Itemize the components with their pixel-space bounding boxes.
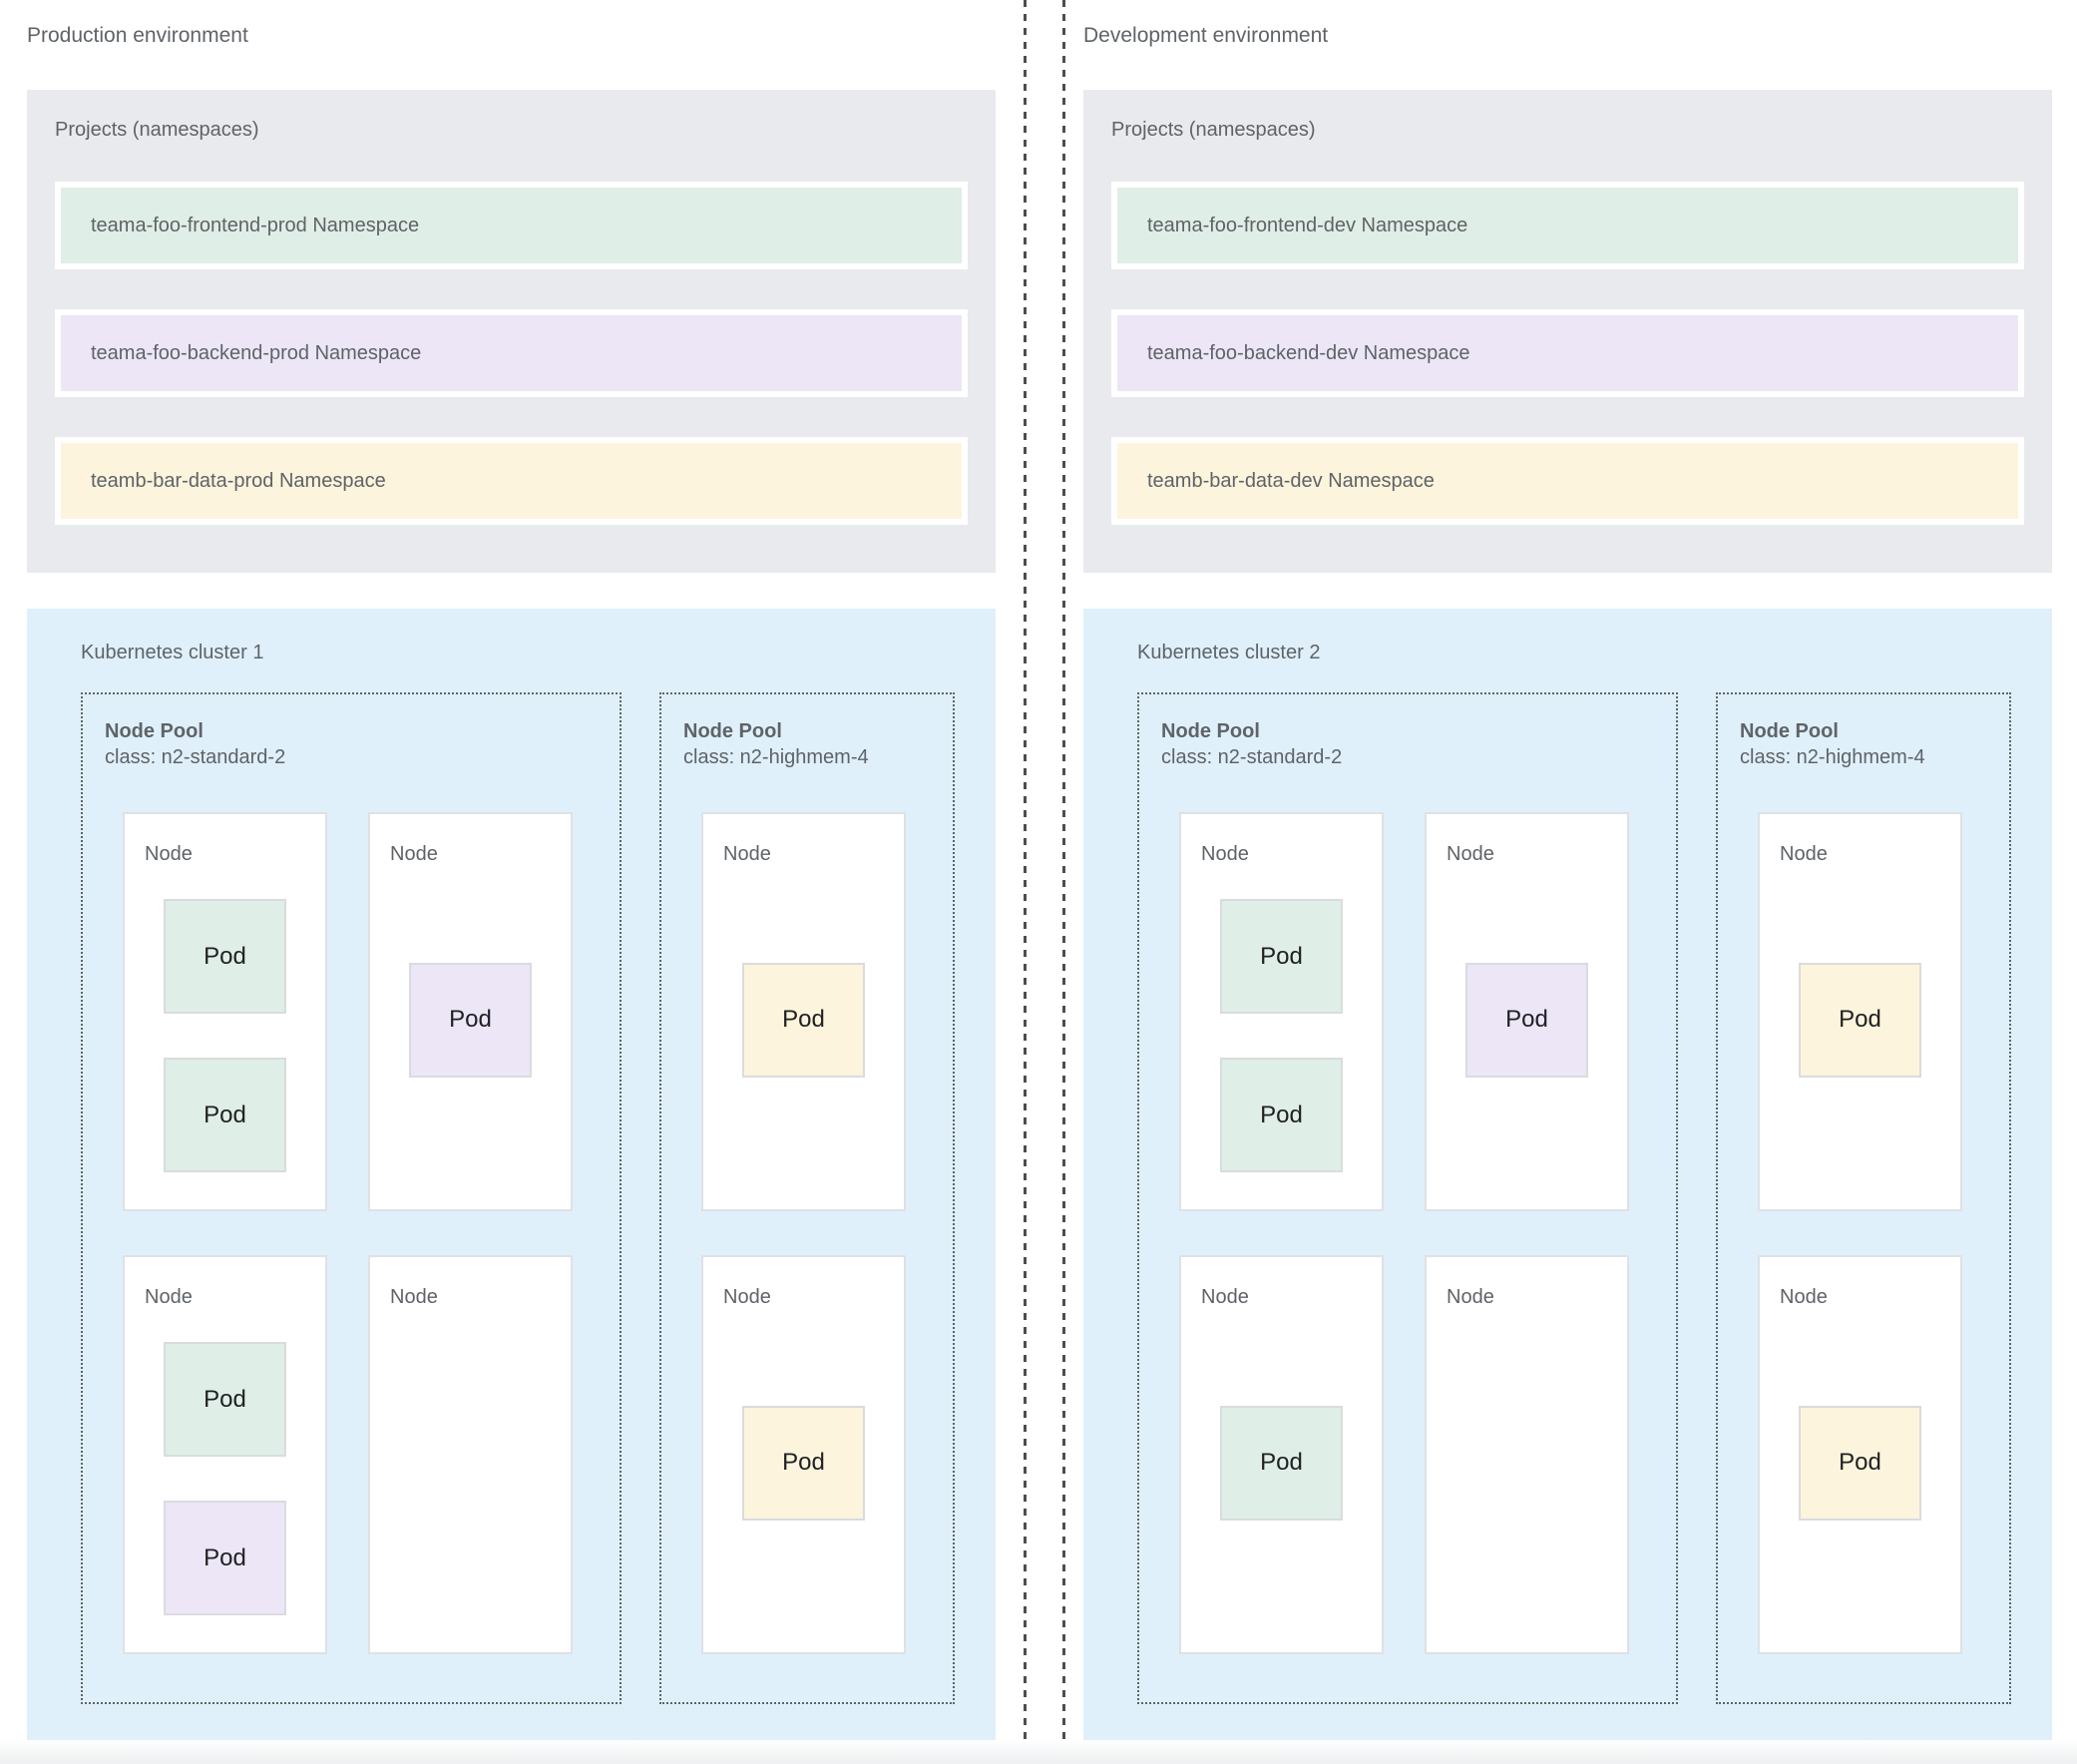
node-pool-highmem: Node Pool class: n2-highmem-4 Node Pod	[1716, 692, 2011, 1704]
namespace-label: teamb-bar-data-prod Namespace	[91, 469, 386, 492]
environment-production: Production environment Projects (namespa…	[0, 0, 1024, 1764]
pod: Pod	[1220, 1405, 1343, 1521]
node-empty: Node	[368, 1255, 573, 1654]
pod-label: Pod	[782, 1449, 825, 1476]
divider-dashed-line-left	[1024, 0, 1027, 1764]
node-label: Node	[390, 1286, 438, 1308]
pod: Pod	[742, 962, 865, 1078]
pod-label: Pod	[1260, 1449, 1303, 1476]
pod-label: Pod	[1260, 942, 1303, 970]
node-empty: Node	[1425, 1255, 1629, 1654]
pod-label: Pod	[204, 1385, 246, 1413]
page-bottom-strip	[0, 1740, 2077, 1764]
node: Node Pod Pod	[123, 812, 327, 1211]
pod: Pod	[164, 1342, 286, 1457]
pod-label: Pod	[204, 1101, 246, 1128]
namespace-label: teama-foo-frontend-dev Namespace	[1147, 214, 1468, 236]
namespace-bar-backend-dev: teama-foo-backend-dev Namespace	[1111, 309, 2024, 397]
pod: Pod	[164, 899, 286, 1014]
environment-title: Production environment	[27, 24, 248, 47]
node-label: Node	[1201, 1286, 1249, 1308]
node: Node Pod	[1179, 1255, 1384, 1654]
environment-development: Development environment Projects (namesp…	[1065, 0, 2077, 1764]
node-pool-class: class: n2-highmem-4	[1740, 746, 1925, 768]
namespace-label: teama-foo-backend-dev Namespace	[1147, 341, 1470, 364]
namespace-bar-backend-prod: teama-foo-backend-prod Namespace	[55, 309, 968, 397]
environment-title: Development environment	[1083, 24, 1329, 47]
pod: Pod	[1220, 899, 1343, 1014]
node-label: Node	[1447, 1286, 1494, 1308]
pod: Pod	[1220, 1058, 1343, 1172]
pod: Pod	[1799, 1405, 1921, 1521]
node: Node Pod Pod	[1179, 812, 1384, 1211]
node-label: Node	[390, 843, 438, 865]
kubernetes-cluster-1: Kubernetes cluster 1 Node Pool class: n2…	[27, 609, 996, 1740]
kubernetes-cluster-2: Kubernetes cluster 2 Node Pool class: n2…	[1083, 609, 2052, 1740]
node-pool-title: Node Pool	[1161, 720, 1260, 742]
node: Node Pod	[1758, 1255, 1962, 1654]
node-label: Node	[145, 1286, 193, 1308]
pod: Pod	[1465, 962, 1588, 1078]
namespace-bar-frontend-dev: teama-foo-frontend-dev Namespace	[1111, 182, 2024, 269]
node-pool-class: class: n2-standard-2	[105, 746, 286, 768]
node-pool-title: Node Pool	[1740, 720, 1839, 742]
node: Node Pod	[1425, 812, 1629, 1211]
pod-label: Pod	[1839, 1449, 1881, 1476]
projects-box-title: Projects (namespaces)	[1111, 119, 1316, 141]
node-label: Node	[1780, 843, 1828, 865]
projects-box: Projects (namespaces) teama-foo-frontend…	[1083, 90, 2052, 573]
node-pool-title: Node Pool	[105, 720, 204, 742]
node: Node Pod	[701, 1255, 906, 1654]
namespace-label: teamb-bar-data-dev Namespace	[1147, 469, 1435, 492]
projects-box-title: Projects (namespaces)	[55, 119, 259, 141]
divider-dashed-line-right	[1062, 0, 1065, 1764]
node-label: Node	[1780, 1286, 1828, 1308]
node: Node Pod Pod	[123, 1255, 327, 1654]
node-pool-highmem: Node Pool class: n2-highmem-4 Node Pod	[659, 692, 955, 1704]
node-pool-title: Node Pool	[683, 720, 782, 742]
node-label: Node	[723, 843, 771, 865]
node-pool-class: class: n2-standard-2	[1161, 746, 1343, 768]
namespace-label: teama-foo-backend-prod Namespace	[91, 341, 422, 364]
pod-label: Pod	[1505, 1006, 1548, 1033]
node: Node Pod	[1758, 812, 1962, 1211]
node-pool-standard: Node Pool class: n2-standard-2 Node Pod	[1137, 692, 1678, 1704]
pod-label: Pod	[1839, 1006, 1881, 1033]
node: Node Pod	[701, 812, 906, 1211]
node: Node Pod	[368, 812, 573, 1211]
cluster-title: Kubernetes cluster 1	[81, 642, 264, 663]
projects-box: Projects (namespaces) teama-foo-frontend…	[27, 90, 996, 573]
pod-label: Pod	[204, 942, 246, 970]
pod-label: Pod	[1260, 1101, 1303, 1128]
namespace-bar-frontend-prod: teama-foo-frontend-prod Namespace	[55, 182, 968, 269]
pod: Pod	[164, 1058, 286, 1172]
namespace-bar-data-dev: teamb-bar-data-dev Namespace	[1111, 437, 2024, 525]
node-pool-standard: Node Pool class: n2-standard-2 Node Pod	[81, 692, 622, 1704]
node-label: Node	[1447, 843, 1494, 865]
node-pool-class: class: n2-highmem-4	[683, 746, 869, 768]
environment-divider	[1024, 0, 1065, 1764]
pod: Pod	[742, 1405, 865, 1521]
node-label: Node	[145, 843, 193, 865]
pod-label: Pod	[782, 1006, 825, 1033]
pod: Pod	[1799, 962, 1921, 1078]
cluster-title: Kubernetes cluster 2	[1137, 642, 1321, 663]
namespace-bar-data-prod: teamb-bar-data-prod Namespace	[55, 437, 968, 525]
namespace-label: teama-foo-frontend-prod Namespace	[91, 214, 420, 236]
pod-label: Pod	[449, 1006, 492, 1033]
pod: Pod	[164, 1501, 286, 1615]
node-label: Node	[723, 1286, 771, 1308]
pod: Pod	[409, 962, 532, 1078]
pod-label: Pod	[204, 1544, 246, 1571]
node-label: Node	[1201, 843, 1249, 865]
